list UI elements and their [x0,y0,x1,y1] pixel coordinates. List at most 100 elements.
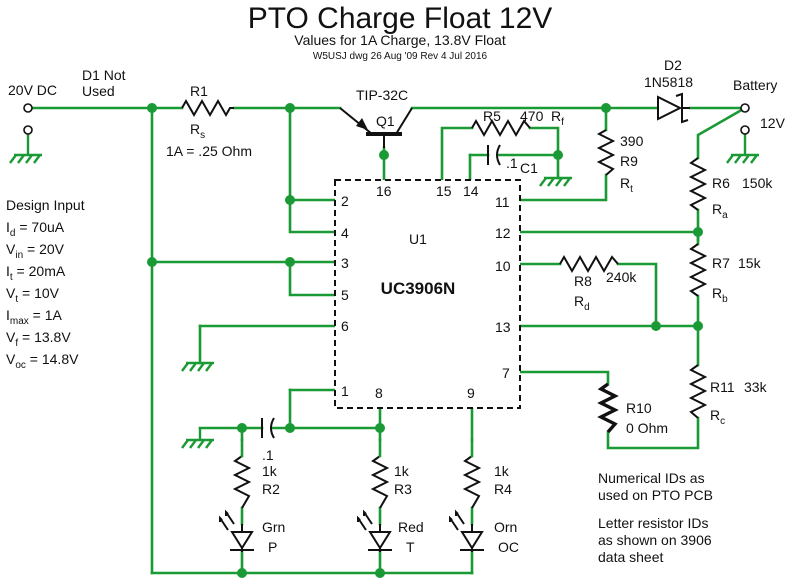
r2-resistor [232,455,252,509]
subtitle: Values for 1A Charge, 13.8V Float [294,32,506,48]
pin-8: 8 [375,385,383,401]
pin-9: 9 [467,385,475,401]
note-line-3: Letter resistor IDs [598,515,708,531]
led-orange [449,509,484,552]
r11-symbol: Rc [710,407,725,427]
d1-label-line1: D1 Not [82,67,126,83]
junctions [147,103,703,578]
pin-6: 6 [341,318,349,334]
pin-2: 2 [341,193,349,209]
r6-name: R6 [712,175,730,191]
r10-resistor [597,382,619,434]
r7-symbol: Rb [712,285,728,305]
credit-line: W5USJ dwg 26 Aug '09 Rev 4 Jul 2016 [313,51,488,62]
r7-name: R7 [712,255,730,271]
pin-11: 11 [495,194,510,210]
ic-pin-numbers: 1 2 3 4 5 6 7 8 9 10 11 12 13 14 15 16 [341,183,511,401]
notes-block: Numerical IDs as used on PTO PCB Letter … [598,470,713,565]
r1-name: R1 [190,83,208,99]
pin-16: 16 [376,183,392,199]
page-title: PTO Charge Float 12V [248,2,553,35]
r4-name: R4 [494,481,512,497]
c1-name: C1 [520,160,538,176]
led-red-signal: T [406,539,415,555]
design-input-imax: Imax = 1A [6,307,63,327]
pin-10: 10 [495,258,511,274]
design-input-vf: Vf = 13.8V [6,329,71,349]
pin-1: 1 [341,383,349,399]
battery-voltage: 12V [760,115,786,131]
r2-value: 1k [262,463,278,479]
r10-name: R10 [626,400,652,416]
r1-symbol: Rs [190,121,205,141]
c1-capacitor [487,144,501,166]
d1-label-line2: Used [82,83,115,99]
input-label: 20V DC [8,82,57,98]
pin-5: 5 [341,287,349,303]
pin-15: 15 [436,183,452,199]
bottom-capacitor [261,417,275,439]
c1-value: .1 [506,155,518,171]
r10-value: 0 Ohm [626,420,668,436]
led-green-color: Grn [262,519,285,535]
input-terminal [23,103,33,113]
input-ground-terminal [23,125,33,135]
r11-resistor [688,364,708,419]
u1-ic-body [334,179,521,409]
note-line-2: used on PTO PCB [598,487,713,503]
led-red [357,509,392,552]
design-input-voc: Voc = 14.8V [6,351,79,371]
r8-symbol: Rd [574,293,590,313]
r9-symbol: Rt [620,175,633,195]
r5-resistor [471,118,531,138]
r3-resistor [370,455,390,509]
led-orange-color: Orn [494,519,517,535]
r6-symbol: Ra [712,201,728,221]
q1-transistor [339,107,413,148]
r3-value: 1k [394,463,410,479]
d2-schottky-diode [657,92,690,124]
pin-13: 13 [495,319,511,335]
design-input-vin: Vin = 20V [6,241,65,261]
q1-type: TIP-32C [356,87,408,103]
pin-14: 14 [463,183,479,199]
note-line-5: data sheet [598,549,663,565]
r11-value: 33k [744,379,768,395]
battery-ground-terminal [740,125,750,135]
r2-name: R2 [262,481,280,497]
r9-name: R9 [620,153,638,169]
wires [26,106,747,575]
led-orange-signal: OC [498,539,519,555]
pin-4: 4 [341,225,349,241]
design-input-vt: Vt = 10V [6,285,60,305]
led-green-signal: P [268,539,277,555]
pin-3: 3 [341,255,349,271]
pin-7: 7 [502,365,510,381]
bottom-cap-value: .1 [262,447,274,463]
note-line-4: as shown on 3906 [598,532,712,548]
ground-symbols [9,130,759,449]
design-input-id: Id = 70uA [6,219,65,239]
r8-name: R8 [574,273,592,289]
r5-symbol: Rf [551,108,564,128]
r6-resistor [688,157,708,211]
pin-12: 12 [495,225,511,241]
design-input-heading: Design Input [6,197,85,213]
battery-terminal [740,103,750,113]
led-red-color: Red [398,519,424,535]
note-line-1: Numerical IDs as [598,470,705,486]
led-green [219,509,254,552]
ic-name: U1 [409,231,427,247]
battery-label: Battery [733,77,777,93]
q1-name: Q1 [376,113,395,129]
d2-name: D2 [664,57,682,73]
r5-name: R5 [483,108,501,124]
r5-value: 470 [520,108,544,124]
r8-resistor [559,254,619,274]
design-input-it: It = 20mA [6,263,66,283]
r7-resistor [688,243,708,297]
r9-value: 390 [620,133,644,149]
r4-resistor [462,455,482,509]
